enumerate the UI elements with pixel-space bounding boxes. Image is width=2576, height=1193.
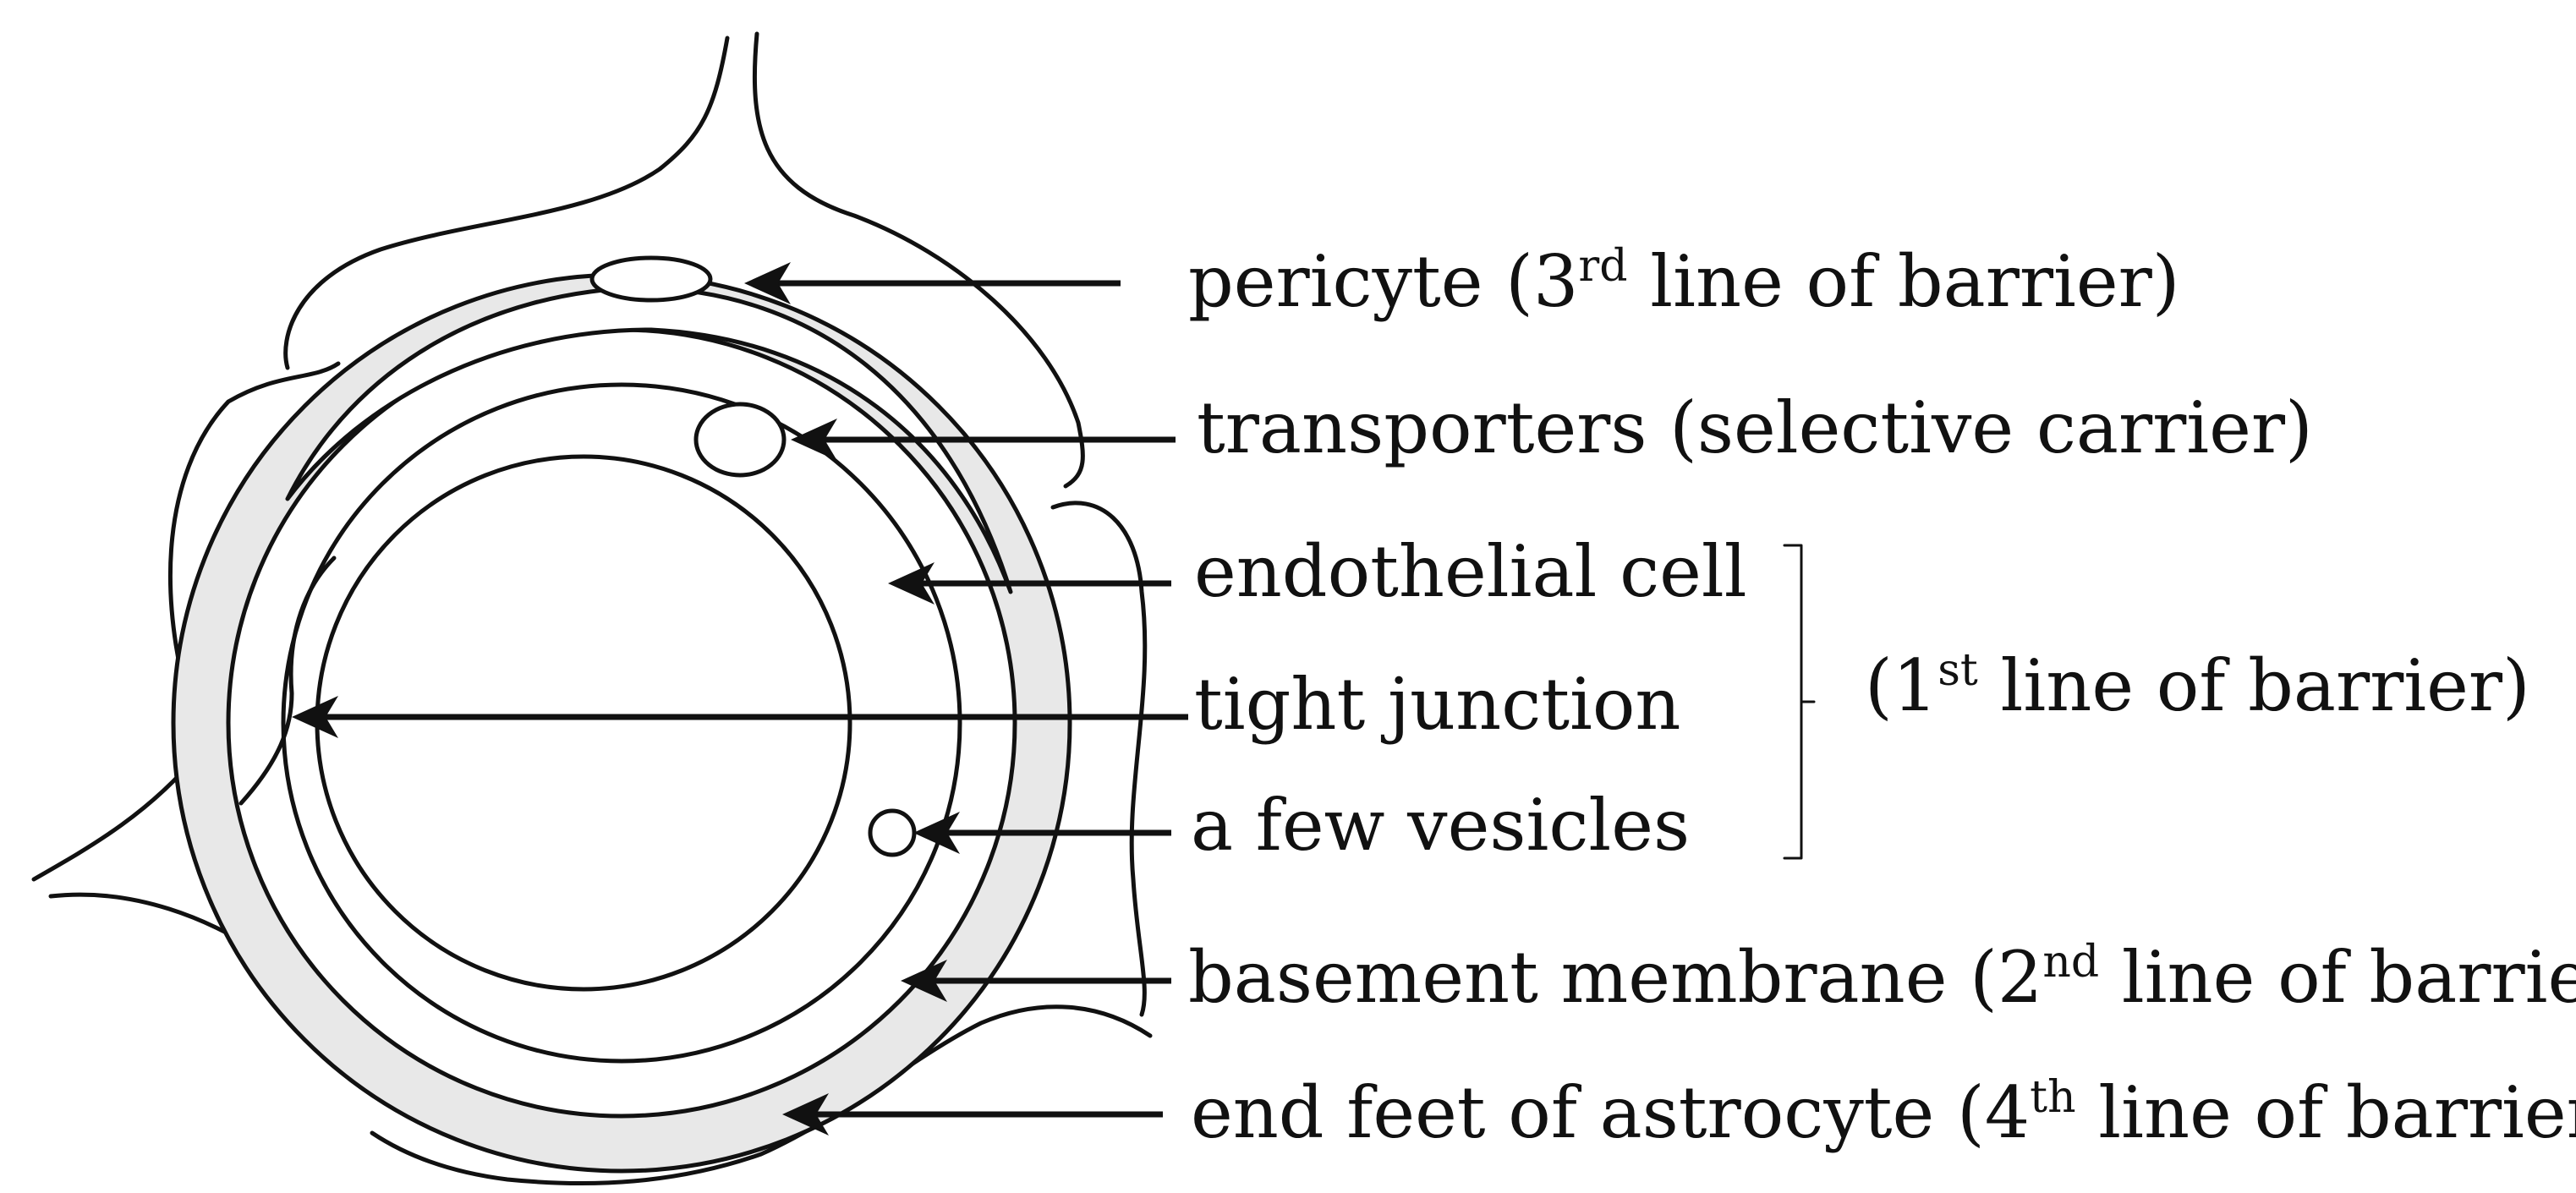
label-tight-junction: tight junction [1194, 663, 1681, 746]
arrow-pericyte [744, 262, 1121, 304]
label-vesicles: a few vesicles [1191, 784, 1690, 867]
tight-junction-curve [238, 555, 337, 806]
astrocyte-foot-right [1050, 501, 1148, 1017]
arrow-astrocyte [782, 1093, 1163, 1136]
astrocyte-process-upper [283, 36, 730, 370]
arrow-tight-junction [292, 696, 1188, 738]
astrocyte-foot-left [31, 361, 341, 882]
first-line-bracket [1783, 544, 1816, 860]
vesicle-circle [868, 808, 917, 857]
arrow-transporters [791, 419, 1176, 461]
label-transporters: transporters (selective carrier) [1197, 386, 2313, 469]
pericyte-oval [589, 255, 713, 303]
pericyte-crescent [285, 285, 1013, 594]
label-first-line-barrier: (1st line of barrier) [1865, 644, 2530, 727]
label-astrocyte-end-feet: end feet of astrocyte (4th line of barri… [1191, 1071, 2576, 1154]
label-pericyte: pericyte (3rd line of barrier) [1188, 240, 2180, 323]
endothelial-cell-ring [281, 382, 962, 1064]
arrow-basement [901, 960, 1171, 1002]
lumen [315, 454, 852, 992]
transporter-circle [693, 402, 787, 478]
label-endothelial-cell: endothelial cell [1194, 530, 1747, 613]
arrow-endothelial [888, 562, 1171, 605]
astrocyte-foot-bottom [370, 1004, 1153, 1186]
arrow-vesicles [913, 812, 1171, 854]
label-basement-membrane: basement membrane (2nd line of barrier) [1188, 936, 2576, 1019]
